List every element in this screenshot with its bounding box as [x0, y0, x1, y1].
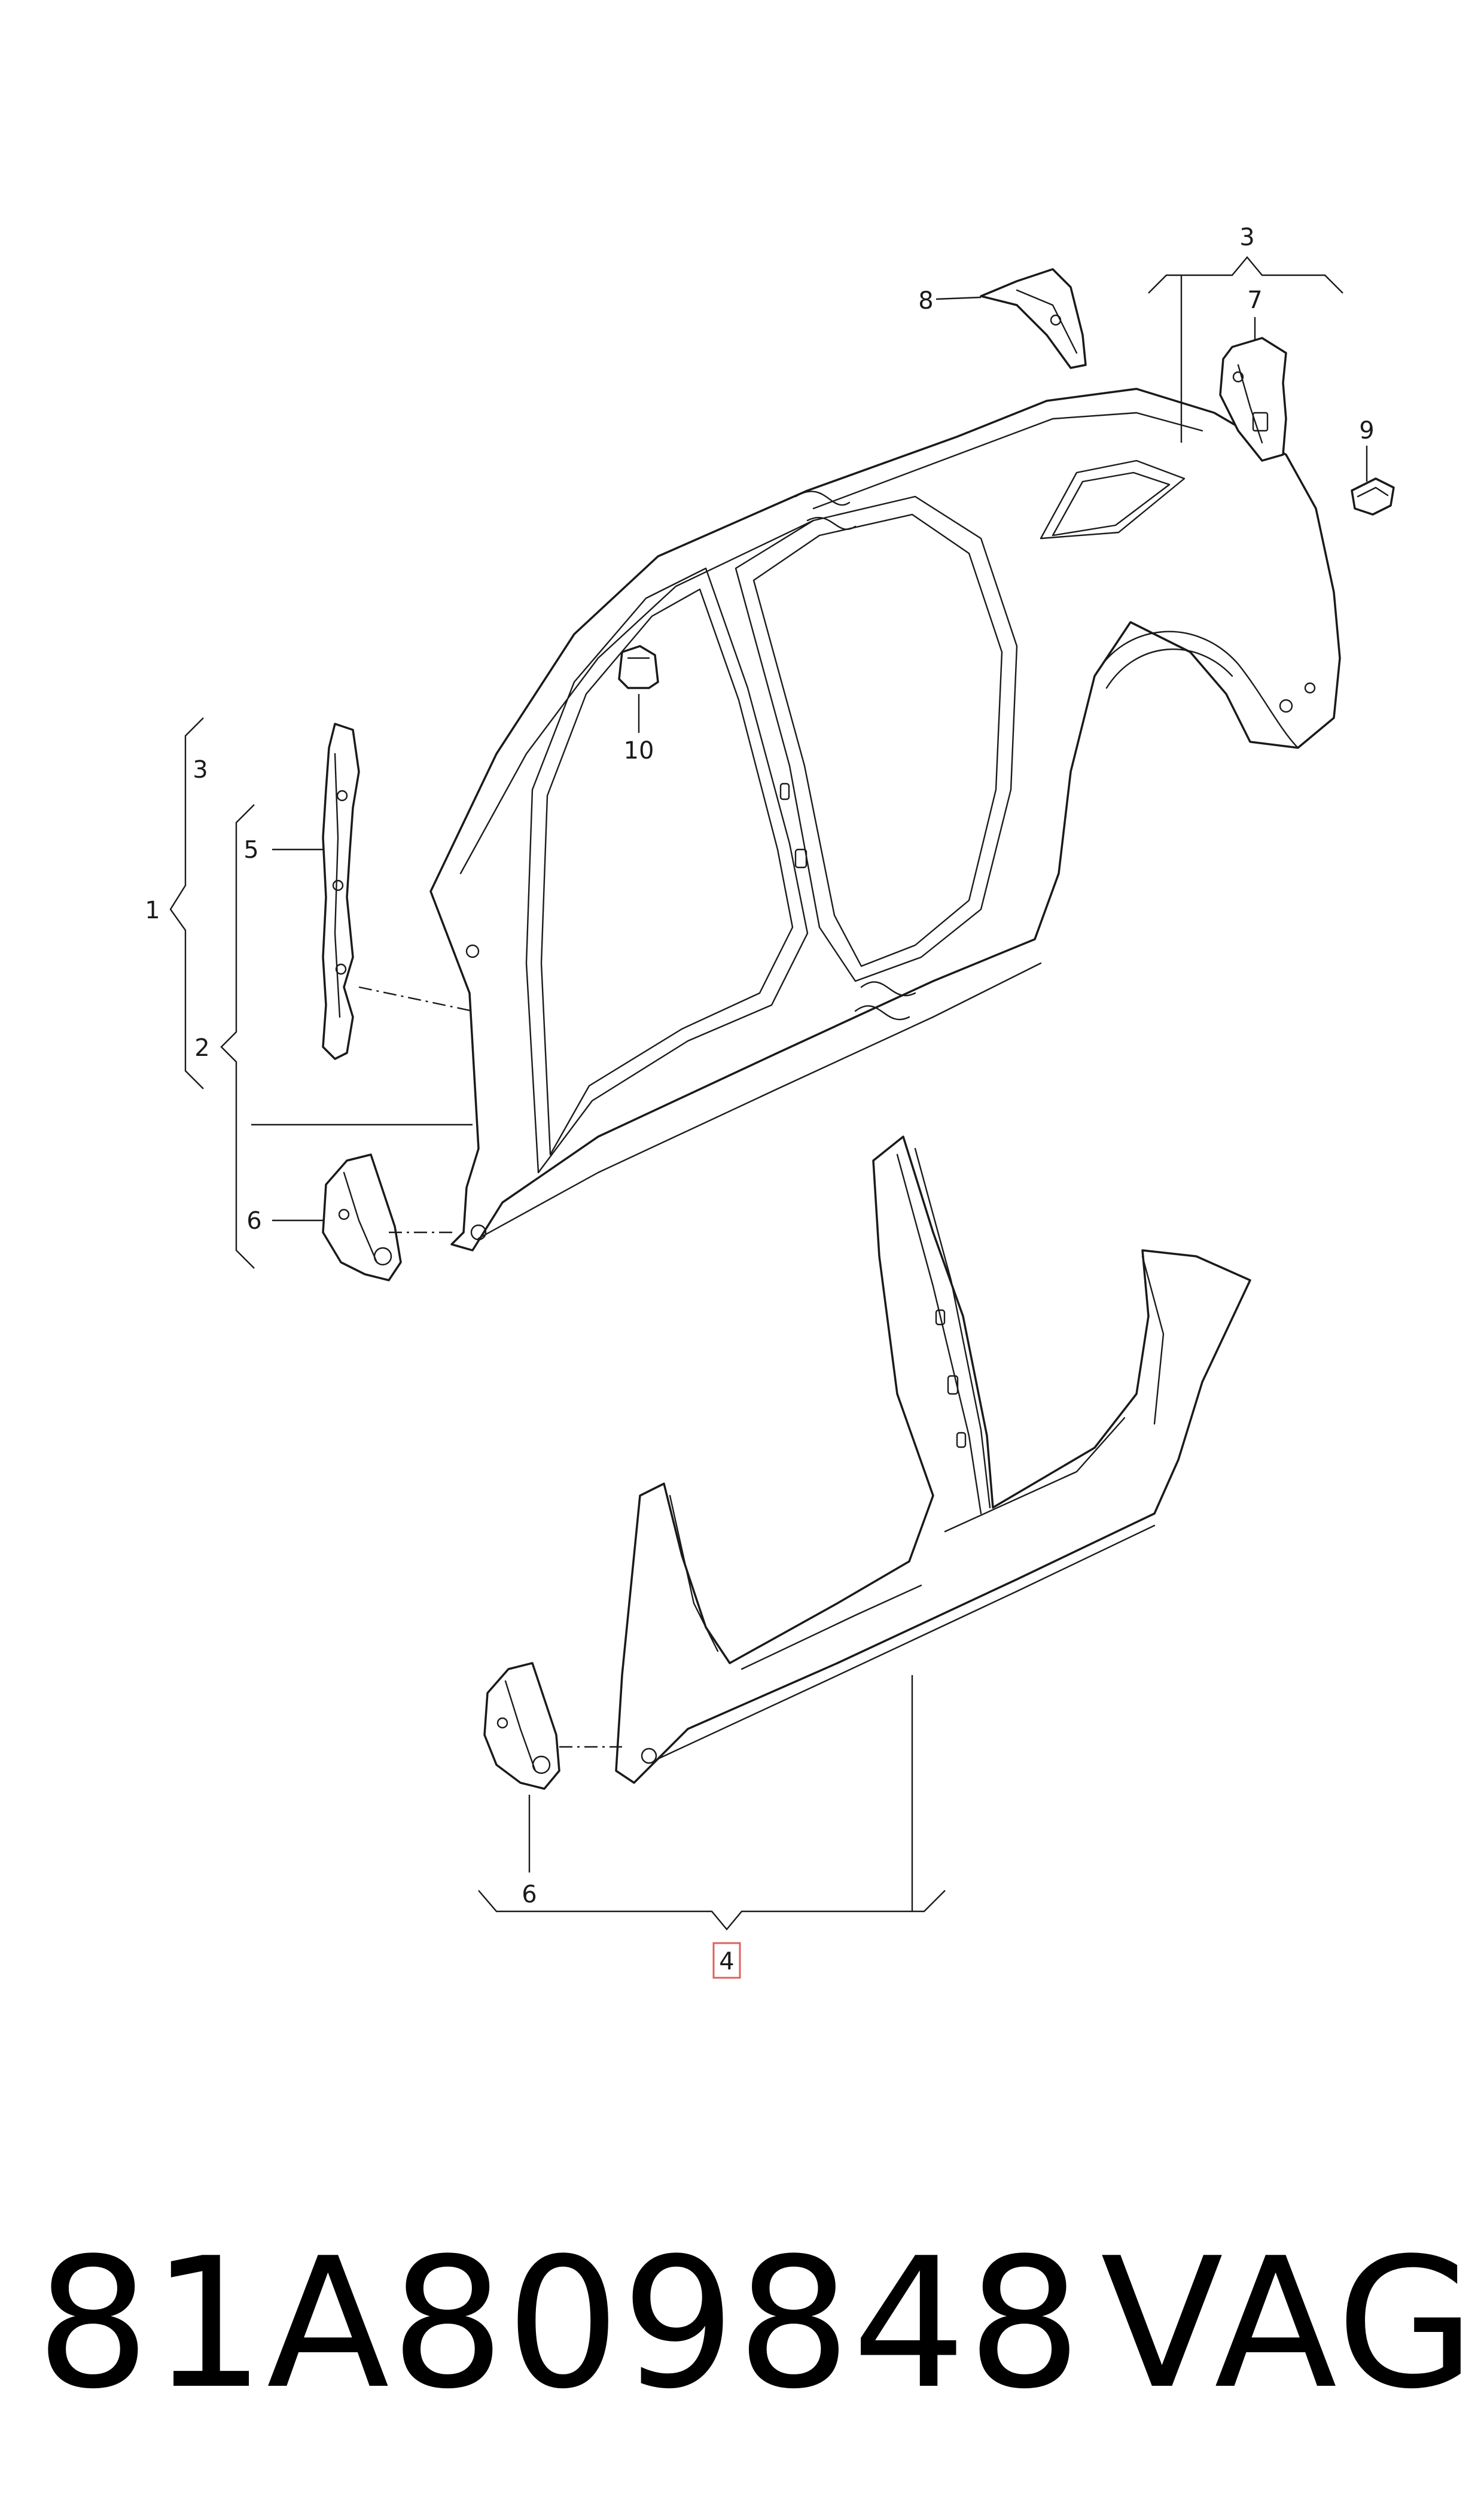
callout-3-left[interactable]: 3: [193, 756, 208, 784]
callout-8[interactable]: 8: [918, 287, 933, 315]
part-7-rear-bracket: [1219, 337, 1287, 462]
brand-name: VAG: [1101, 2219, 1478, 2428]
side-panel-lower-section: [615, 1135, 1251, 1784]
callout-6-upper[interactable]: 6: [246, 1207, 261, 1235]
leader-lines: [169, 256, 1368, 1931]
callout-1[interactable]: 1: [145, 897, 160, 924]
side-panel-outer: [429, 388, 1341, 1252]
part-9-clip: [1351, 477, 1395, 516]
callout-10[interactable]: 10: [624, 737, 654, 765]
callout-7[interactable]: 7: [1247, 287, 1262, 314]
part-number: 81A809848: [36, 2219, 1083, 2428]
part-5-pillar-reinforcement: [322, 723, 360, 1060]
callout-6-lower[interactable]: 6: [522, 1881, 537, 1908]
part-6-lower-bracket: [483, 1662, 560, 1790]
part-6-upper-bracket: [322, 1153, 402, 1281]
callout-3-top[interactable]: 3: [1239, 224, 1254, 251]
part-10-nut: [618, 645, 659, 689]
callout-5[interactable]: 5: [243, 836, 258, 864]
callout-labels: 3 7 8 9 10 3 1 5 2 6 6 4: [145, 224, 1375, 1979]
callout-9[interactable]: 9: [1359, 417, 1374, 444]
callout-4[interactable]: 4: [719, 1948, 734, 1975]
part-8-corner-trim: [980, 268, 1087, 369]
callout-4-highlight-box: [712, 1942, 741, 1979]
callout-2[interactable]: 2: [194, 1034, 209, 1062]
footer: 81A809848 VAG: [0, 2225, 1484, 2423]
